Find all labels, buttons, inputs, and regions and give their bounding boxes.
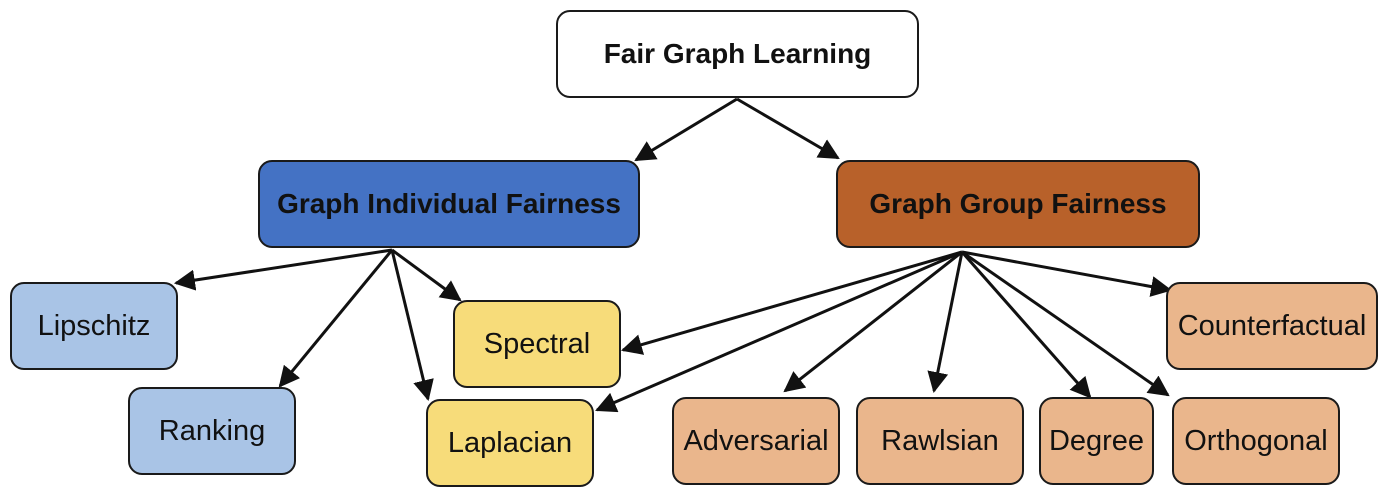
rawlsian-node: Rawlsian <box>856 397 1024 485</box>
root-node-label: Fair Graph Learning <box>603 38 872 69</box>
orthogonal-label: Orthogonal <box>1184 424 1328 457</box>
orthogonal-node: Orthogonal <box>1172 397 1340 485</box>
ranking-node: Ranking <box>128 387 296 475</box>
arrow-group-to-orthogonal <box>961 250 1170 397</box>
graph-individual-fairness-label: Graph Individual Fairness <box>277 188 621 219</box>
root-node-fair-graph-learning: Fair Graph Learning <box>556 10 919 98</box>
lipschitz-label: Lipschitz <box>37 309 151 342</box>
counterfactual-node: Counterfactual <box>1166 282 1378 370</box>
graph-group-fairness-node: Graph Group Fairness <box>836 160 1200 248</box>
arrow-group-to-spectral <box>620 250 963 355</box>
lipschitz-node: Lipschitz <box>10 282 178 370</box>
adversarial-node: Adversarial <box>672 397 840 485</box>
laplacian-node: Laplacian <box>426 399 594 487</box>
graph-individual-fairness-node: Graph Individual Fairness <box>258 160 640 248</box>
arrow-group-to-adversarial <box>783 250 963 393</box>
arrow-group-to-rawlsian <box>927 251 964 394</box>
ranking-label: Ranking <box>158 414 266 447</box>
spectral-label: Spectral <box>483 327 591 360</box>
arrow-individual-to-lipschitz <box>173 248 393 291</box>
arrow-individual-to-ranking <box>278 249 394 388</box>
arrow-root-to-individual <box>634 97 738 162</box>
counterfactual-label: Counterfactual <box>1177 309 1367 342</box>
rawlsian-label: Rawlsian <box>881 424 999 457</box>
arrow-group-to-laplacian <box>595 250 963 413</box>
degree-node: Degree <box>1039 397 1154 485</box>
arrow-individual-to-laplacian <box>390 249 434 402</box>
graph-group-fairness-label: Graph Group Fairness <box>869 188 1167 219</box>
degree-label: Degree <box>1048 424 1145 457</box>
laplacian-label: Laplacian <box>447 426 573 459</box>
arrow-group-to-counterfactual <box>961 250 1173 297</box>
arrow-individual-to-spectral <box>391 248 462 302</box>
adversarial-label: Adversarial <box>683 424 829 457</box>
spectral-node: Spectral <box>453 300 621 388</box>
arrow-root-to-group <box>736 97 840 160</box>
arrow-group-to-degree <box>960 251 1092 399</box>
